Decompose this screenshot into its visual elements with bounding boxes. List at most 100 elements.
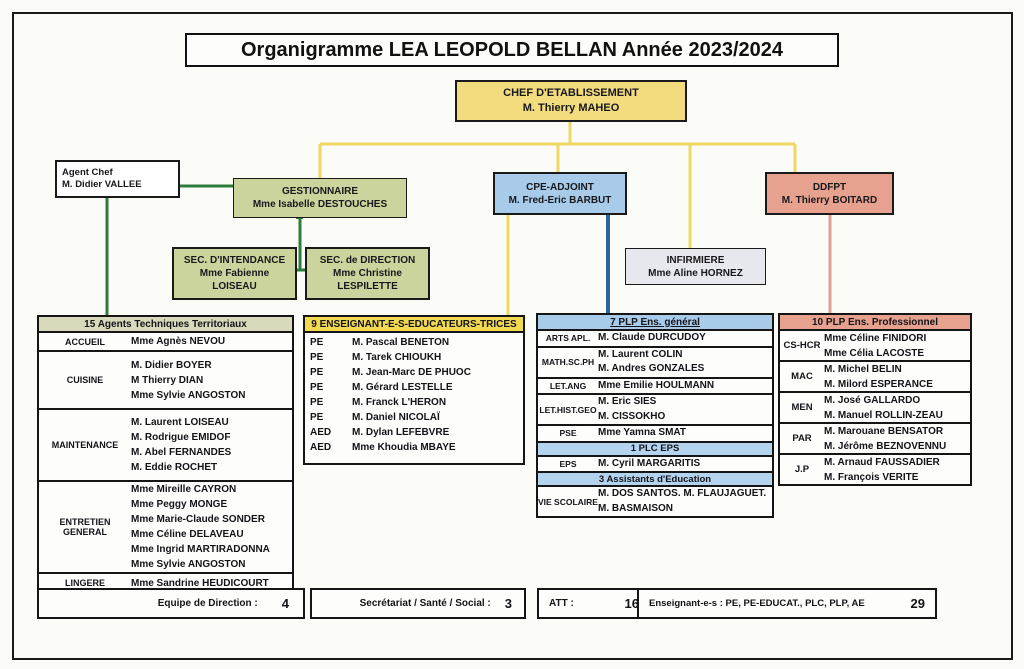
name-line: M. José GALLARDO xyxy=(824,394,921,406)
name-line: M. DOS SANTOS. M. FLAUJAGUET. xyxy=(598,488,767,499)
name-line: M. Laurent COLIN xyxy=(598,348,683,360)
name-line: M. Eddie ROCHET xyxy=(131,462,218,473)
name-line: Mme Céline DELAVEAU xyxy=(131,529,244,540)
name-line: M. CISSOKHO xyxy=(598,410,666,422)
category-cell: LET.HIST.GEO xyxy=(539,404,597,415)
box-role: GESTIONNAIRE xyxy=(281,186,359,197)
row-code: PE xyxy=(310,352,324,363)
names-cell: Mme Sandrine HEUDICOURT xyxy=(131,576,292,591)
category-cell: VIE SCOLAIRE xyxy=(538,496,598,507)
table-section: ACCUEIL Mme Agnès NEVOU xyxy=(39,333,292,350)
category-cell: J.P xyxy=(794,463,810,475)
summary-label: Equipe de Direction : xyxy=(157,598,258,609)
table-subheader: 3 Assistants d'Education xyxy=(538,471,772,485)
name-line: M. Abel FERNANDES xyxy=(131,447,232,458)
box-person: M. Thierry BOITARD xyxy=(781,194,878,206)
summary-enseignants: Enseignant-e-s : PE, PE-EDUCAT., PLC, PL… xyxy=(637,588,937,619)
row-code: AED xyxy=(310,427,332,438)
name-line: M. Milord ESPERANCE xyxy=(824,378,933,390)
box-person: M. Fred-Eric BARBUT xyxy=(508,194,612,206)
names-cell: Mme Emilie HOULMANN xyxy=(598,379,772,394)
name-line: Mme Céline FINIDORI xyxy=(824,332,927,344)
names-cell: M. DOS SANTOS. M. FLAUJAGUET.M. BASMAISO… xyxy=(598,487,772,516)
names-cell: Mme Agnès NEVOU xyxy=(131,334,292,349)
name-line: Mme Marie-Claude SONDER xyxy=(131,514,265,525)
row-code: PE xyxy=(310,337,324,348)
names-cell: M. Cyril MARGARITIS xyxy=(598,457,772,472)
name-line: M. Rodrigue EMIDOF xyxy=(131,432,231,443)
box-sec-intendance: SEC. D'INTENDANCE Mme Fabienne LOISEAU xyxy=(172,247,297,300)
names-cell: Mme Mireille CAYRON Mme Peggy MONGE Mme Ma… xyxy=(131,482,292,572)
summary-value: 4 xyxy=(281,596,289,611)
name-line: Mme Peggy MONGE xyxy=(131,499,228,510)
row-code: AED xyxy=(310,442,332,453)
box-role: CHEF D'ETABLISSEMENT xyxy=(503,87,639,99)
summary-label: Secrétariat / Santé / Social : xyxy=(359,598,491,609)
name-line: Mme Yamna SMAT xyxy=(598,427,686,438)
table-header: 10 PLP Ens. Professionnel xyxy=(780,315,970,331)
name-line: Mme Sandrine HEUDICOURT xyxy=(131,577,269,589)
row-name: M. Dylan LEFEBVRE xyxy=(352,427,450,438)
category-cell: CS-HCR xyxy=(783,339,821,351)
row-code: PE xyxy=(310,367,324,378)
summary-att: ATT : 16 xyxy=(537,588,653,619)
summary-secretariat-sante-social: Secrétariat / Santé / Social : 3 xyxy=(310,588,526,619)
names-cell: Mme Yamna SMAT xyxy=(598,426,772,441)
box-infirmiere: INFIRMIERE Mme Aline HORNEZ xyxy=(625,248,766,285)
category-cell: ARTS APL. xyxy=(545,333,591,344)
box-role: Agent Chef xyxy=(62,167,113,178)
row-name: M. Daniel NICOLAÏ xyxy=(352,412,440,423)
name-line: Mme Sylvie ANGOSTON xyxy=(131,389,246,401)
table-enseignants-educateurs: 9 ENSEIGNANT-E-S-EDUCATEURS-TRICES PE M. P… xyxy=(303,315,525,465)
category-cell: LINGERE xyxy=(64,578,105,588)
name-line: Mme Mireille CAYRON xyxy=(131,484,237,495)
category-cell: MEN xyxy=(791,401,813,413)
category-cell: MAC xyxy=(791,370,813,382)
box-role: SEC. D'INTENDANCE xyxy=(183,255,286,266)
box-role: SEC. de DIRECTION xyxy=(319,255,416,266)
summary-label: Enseignant-e-s : PE, PE-EDUCAT., PLC, PL… xyxy=(649,598,865,609)
summary-value: 16 xyxy=(624,596,639,611)
summary-value: 29 xyxy=(910,596,925,611)
row-name: M. Pascal BENETON xyxy=(352,337,450,348)
row-name: M. Gérard LESTELLE xyxy=(352,382,453,393)
name-line: M. Eric SIES xyxy=(598,396,657,407)
table-row: PE M. Tarek CHIOUKH xyxy=(305,350,523,365)
box-person: Mme Isabelle DESTOUCHES xyxy=(252,199,388,210)
names-cell: M. Laurent COLIN M. Andres GONZALES xyxy=(598,348,772,377)
box-person: Mme Christine xyxy=(333,268,402,279)
outer-frame xyxy=(12,12,1013,660)
row-name: M. Franck L'HERON xyxy=(352,397,447,408)
category-cell: ACCUEIL xyxy=(65,336,105,347)
names-cell: M. Eric SIES M. CISSOKHO xyxy=(598,395,772,424)
name-line: Mme Ingrid MARTIRADONNA xyxy=(131,544,270,555)
category-cell: MAINTENANCE xyxy=(51,440,119,450)
row-name: M. Tarek CHIOUKH xyxy=(352,352,442,363)
box-role: INFIRMIERE xyxy=(666,254,725,266)
table-row: PE M. Pascal BENETON xyxy=(305,335,523,350)
name-line: Mme Célia LACOSTE xyxy=(824,347,925,359)
table-header: 9 ENSEIGNANT-E-S-EDUCATEURS-TRICES xyxy=(305,317,523,333)
box-role: CPE-ADJOINT xyxy=(526,181,594,193)
name-line: M. Andres GONZALES xyxy=(598,363,705,374)
table-header: 15 Agents Techniques Territoriaux xyxy=(39,317,292,333)
box-gestionnaire: GESTIONNAIRE Mme Isabelle DESTOUCHES xyxy=(233,178,407,218)
